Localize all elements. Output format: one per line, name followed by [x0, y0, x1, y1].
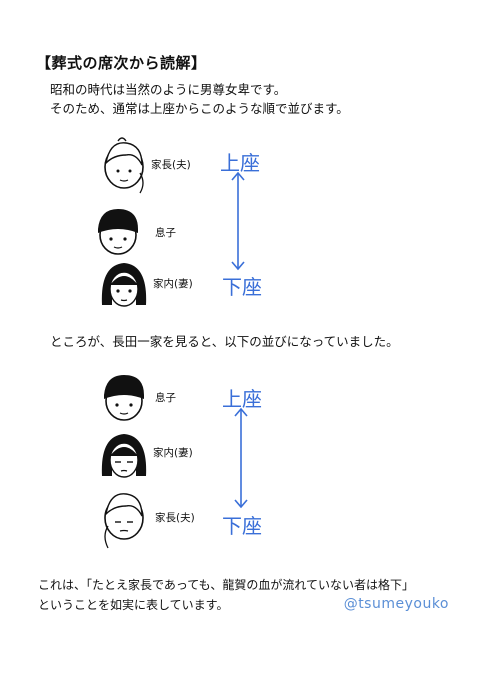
section2-row-2-label: 家内(妻)	[153, 447, 193, 459]
middle-text: ところが、長田一家を見ると、以下の並びになっていました。	[50, 334, 399, 349]
page-title: 【葬式の席次から読解】	[36, 54, 207, 72]
intro-line-1: 昭和の時代は当然のように男尊女卑です。	[50, 82, 287, 97]
face-son-bottom-icon	[104, 375, 144, 421]
section1-row-3-label: 家内(妻)	[153, 278, 193, 290]
closing-line-1: これは、「たとえ家長であっても、龍賀の血が流れていない者は格下」	[38, 578, 414, 592]
section2-top-label: 上座	[222, 387, 262, 411]
face-father-bottom-icon	[104, 493, 144, 549]
double-arrow-2-icon	[234, 407, 248, 509]
face-wife-bottom-icon	[101, 434, 147, 478]
section1-row-2-label: 息子	[155, 227, 176, 239]
section1-top-label: 上座	[220, 151, 260, 175]
face-father-top-icon	[104, 137, 144, 194]
section2-bottom-label: 下座	[222, 514, 262, 538]
face-son-top-icon	[98, 209, 138, 255]
section1-row-1-label: 家長(夫)	[151, 159, 191, 171]
double-arrow-1-icon	[231, 171, 245, 271]
face-wife-top-icon	[101, 263, 147, 307]
closing-line-2: ということを如実に表しています。	[38, 598, 229, 612]
section2-row-3-label: 家長(夫)	[155, 512, 195, 524]
intro-line-2: そのため、通常は上座からこのような順で並びます。	[50, 101, 349, 116]
section2-row-1-label: 息子	[155, 392, 176, 404]
author-handle: @tsumeyouko	[343, 596, 449, 612]
section1-bottom-label: 下座	[222, 275, 262, 299]
